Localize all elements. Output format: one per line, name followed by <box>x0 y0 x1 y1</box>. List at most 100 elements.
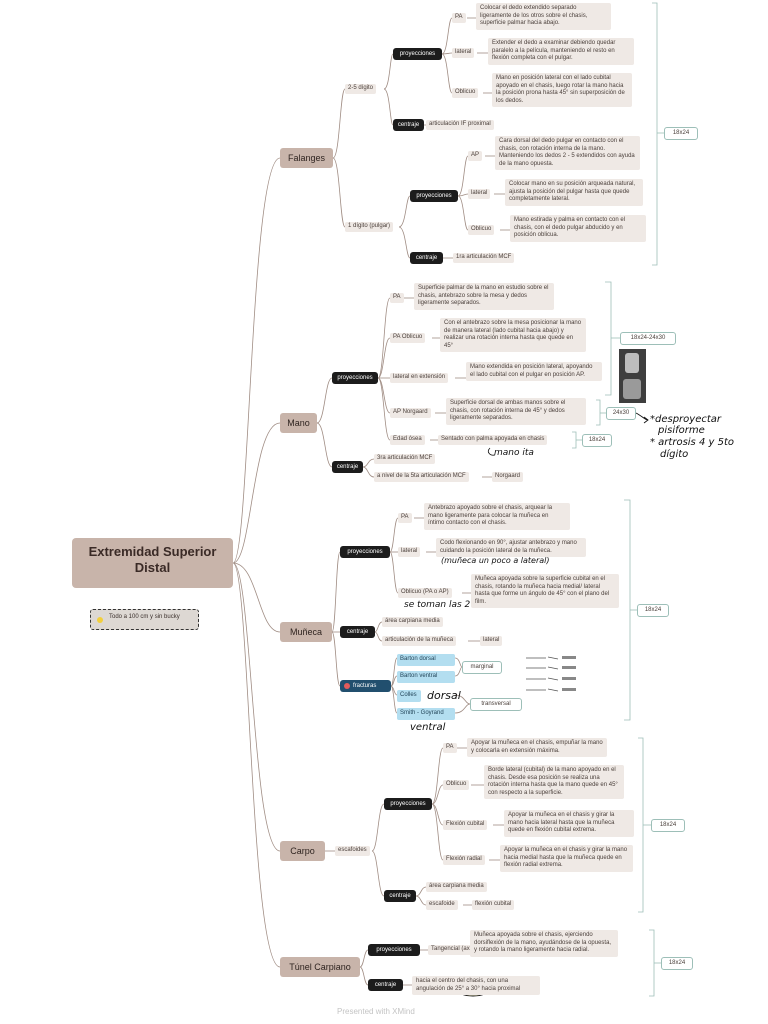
falanges-lateral-2[interactable]: lateral <box>468 189 491 199</box>
alert-icon <box>344 683 350 689</box>
topic-tunel-carpiano[interactable]: Túnel Carpiano <box>280 957 360 977</box>
muneca-lateral[interactable]: lateral <box>398 547 421 557</box>
falanges-oblicuo-2-desc[interactable]: Mano estirada y palma en contacto con el… <box>510 215 646 242</box>
tunel-proyecciones[interactable]: proyecciones <box>368 944 420 956</box>
carpo-oblicuo-desc[interactable]: Borde lateral (cubital) de la mano apoya… <box>484 765 624 799</box>
falanges-2-5[interactable]: 2-5 dígito <box>345 84 377 94</box>
mano-lateral-extension-desc[interactable]: Mano extendida en posición lateral, apoy… <box>466 362 602 381</box>
carpo-pa-desc[interactable]: Apoyar la muñeca en el chasis, empuñar l… <box>467 738 607 757</box>
handwriting-se-toman: se toman las 2 <box>404 600 471 610</box>
falanges-proyecciones-2[interactable]: proyecciones <box>410 190 458 202</box>
tunel-centraje[interactable]: centraje <box>368 979 403 991</box>
mano-pa-oblicuo[interactable]: PA Oblicuo <box>390 333 426 343</box>
muneca-pa[interactable]: PA <box>398 513 412 523</box>
mano-pa-oblicuo-desc[interactable]: Con el antebrazo sobre la mesa posiciona… <box>440 318 586 352</box>
handwriting-artrosis: * artrosis 4 y 5to <box>650 437 734 448</box>
handwriting-digito: dígito <box>660 449 689 460</box>
muneca-lateral-desc[interactable]: Codo flexionando en 90°, ajustar antebra… <box>436 538 586 557</box>
falanges-lateral-2-desc[interactable]: Colocar mano en su posición arqueada nat… <box>505 179 643 206</box>
tunel-tangencial[interactable]: Tangencial (axial) <box>428 945 481 955</box>
falanges-pa[interactable]: PA <box>452 13 466 23</box>
carpo-escafoides[interactable]: escafoides <box>335 846 370 856</box>
root-title[interactable]: Extremidad Superior Distal <box>72 538 233 588</box>
fractura-barton-ventral[interactable]: Barton ventral <box>397 671 455 683</box>
note-box[interactable]: Todo a 100 cm y sin bucky <box>90 609 199 630</box>
mano-centraje-1[interactable]: 3ra articulación MCF <box>374 454 436 464</box>
muneca-centraje-1[interactable]: área carpiana media <box>382 617 443 627</box>
carpo-oblicuo[interactable]: Oblicuo <box>443 780 470 790</box>
carpo-flexion-radial-desc[interactable]: Apoyar la muñeca en el chasis y girar la… <box>500 845 633 872</box>
mano-edad-osea-desc[interactable]: Sentado con palma apoyada en chasis <box>438 435 548 445</box>
falanges-lateral-desc[interactable]: Extender el dedo a examinar debiendo que… <box>488 38 634 65</box>
mano-centraje-2[interactable]: a nivel de la 5ta articulación MCF <box>374 472 469 482</box>
carpo-size[interactable]: 18x24 <box>651 819 685 832</box>
mano-lateral-extension[interactable]: lateral en extensión <box>390 373 449 383</box>
topic-carpo[interactable]: Carpo <box>280 841 325 861</box>
fractura-colles[interactable]: Colles <box>397 690 421 702</box>
mano-pa-desc[interactable]: Superficie palmar de la mano en estudio … <box>414 283 554 310</box>
falanges-size[interactable]: 18x24 <box>664 127 698 140</box>
muneca-fracturas[interactable]: fracturas <box>340 680 391 692</box>
falanges-proyecciones-1[interactable]: proyecciones <box>393 48 442 60</box>
falanges-ap-desc[interactable]: Cara dorsal del dedo pulgar en contacto … <box>495 136 640 170</box>
mano-centraje[interactable]: centraje <box>332 461 363 473</box>
handwriting-muneca-lateral: (muñeca un poco a lateral) <box>441 556 550 565</box>
topic-muneca[interactable]: Muñeca <box>280 622 332 642</box>
note-text: Todo a 100 cm y sin bucky <box>109 614 180 620</box>
carpo-centraje-1[interactable]: área carpiana media <box>426 882 487 892</box>
muneca-proyecciones[interactable]: proyecciones <box>340 546 390 558</box>
muneca-oblicuo-desc[interactable]: Muñeca apoyada sobre la superficie cubit… <box>471 574 619 608</box>
lightbulb-icon <box>97 617 103 623</box>
mano-centraje-2b[interactable]: Norgaard <box>492 472 524 482</box>
tunel-size[interactable]: 18x24 <box>661 957 693 970</box>
carpo-centraje-2b[interactable]: flexión cubital <box>472 900 515 910</box>
falanges-pa-desc[interactable]: Colocar el dedo extendido separado liger… <box>476 3 611 30</box>
falanges-ap[interactable]: AP <box>468 151 483 161</box>
carpo-flexion-radial[interactable]: Flexión radial <box>443 855 485 865</box>
falanges-lateral[interactable]: lateral <box>452 48 475 58</box>
falanges-centraje-1-val[interactable]: articulación IF proximal <box>426 120 494 130</box>
carpo-centraje[interactable]: centraje <box>384 890 416 902</box>
falanges-oblicuo-desc[interactable]: Mano en posición lateral con el lado cub… <box>492 73 632 107</box>
mano-proyecciones[interactable]: proyecciones <box>332 372 378 384</box>
tunel-tangencial-desc[interactable]: Muñeca apoyada sobre el chasis, ejercien… <box>470 930 618 957</box>
fractura-barton-dorsal[interactable]: Barton dorsal <box>397 654 455 666</box>
xray-hand-image <box>619 349 646 403</box>
footer-credit: Presented with XMind <box>337 1007 415 1016</box>
muneca-size[interactable]: 18x24 <box>637 604 669 617</box>
mano-size-2[interactable]: 24x30 <box>606 407 636 420</box>
falanges-centraje-2-val[interactable]: 1ra articulación MCF <box>453 253 515 263</box>
carpo-flexion-cubital-desc[interactable]: Apoyar la muñeca en el chasis y girar la… <box>504 810 634 837</box>
falanges-oblicuo-2[interactable]: Oblicuo <box>468 225 495 235</box>
mano-ap-norgaard-desc[interactable]: Superficie dorsal de ambas manos sobre e… <box>446 398 586 425</box>
carpo-centraje-2[interactable]: escafoide <box>426 900 458 910</box>
fracture-diagram-image <box>526 656 576 692</box>
falanges-centraje-2[interactable]: centraje <box>410 252 443 264</box>
muneca-centraje[interactable]: centraje <box>340 626 375 638</box>
handwriting-dorsal: dorsal <box>427 689 461 702</box>
falanges-oblicuo[interactable]: Oblicuo <box>452 88 479 98</box>
muneca-centraje-2b[interactable]: lateral <box>480 636 503 646</box>
mano-size-1[interactable]: 18x24-24x30 <box>620 332 676 345</box>
mano-edad-osea[interactable]: Edad ósea <box>390 435 425 445</box>
fractura-transversal[interactable]: transversal <box>470 698 522 711</box>
mano-size-3[interactable]: 18x24 <box>582 434 612 447</box>
handwriting-ventral: ventral <box>410 722 446 733</box>
muneca-pa-desc[interactable]: Antebrazo apoyado sobre el chasis, arque… <box>424 503 570 530</box>
tunel-centraje-desc[interactable]: hacia el centro del chasis, con una angu… <box>412 976 540 995</box>
fractura-smith-goyrand[interactable]: Smith - Goyrand <box>397 708 455 720</box>
carpo-pa[interactable]: PA <box>443 743 457 753</box>
mano-pa[interactable]: PA <box>390 293 404 303</box>
muneca-oblicuo[interactable]: Oblicuo (PA o AP) <box>398 588 452 598</box>
topic-falanges[interactable]: Falanges <box>280 148 333 168</box>
carpo-flexion-cubital[interactable]: Flexión cubital <box>443 820 488 830</box>
muneca-centraje-2[interactable]: articulación de la muñeca <box>382 636 457 646</box>
fractura-marginal[interactable]: marginal <box>462 661 502 674</box>
falanges-pulgar[interactable]: 1 dígito (pulgar) <box>345 222 394 232</box>
mano-ap-norgaard[interactable]: AP Norgaard <box>390 408 431 418</box>
topic-mano[interactable]: Mano <box>280 413 317 433</box>
handwriting-mano-ita: mano ita <box>494 448 534 458</box>
carpo-proyecciones[interactable]: proyecciones <box>384 798 432 810</box>
falanges-centraje-1[interactable]: centraje <box>393 119 424 131</box>
